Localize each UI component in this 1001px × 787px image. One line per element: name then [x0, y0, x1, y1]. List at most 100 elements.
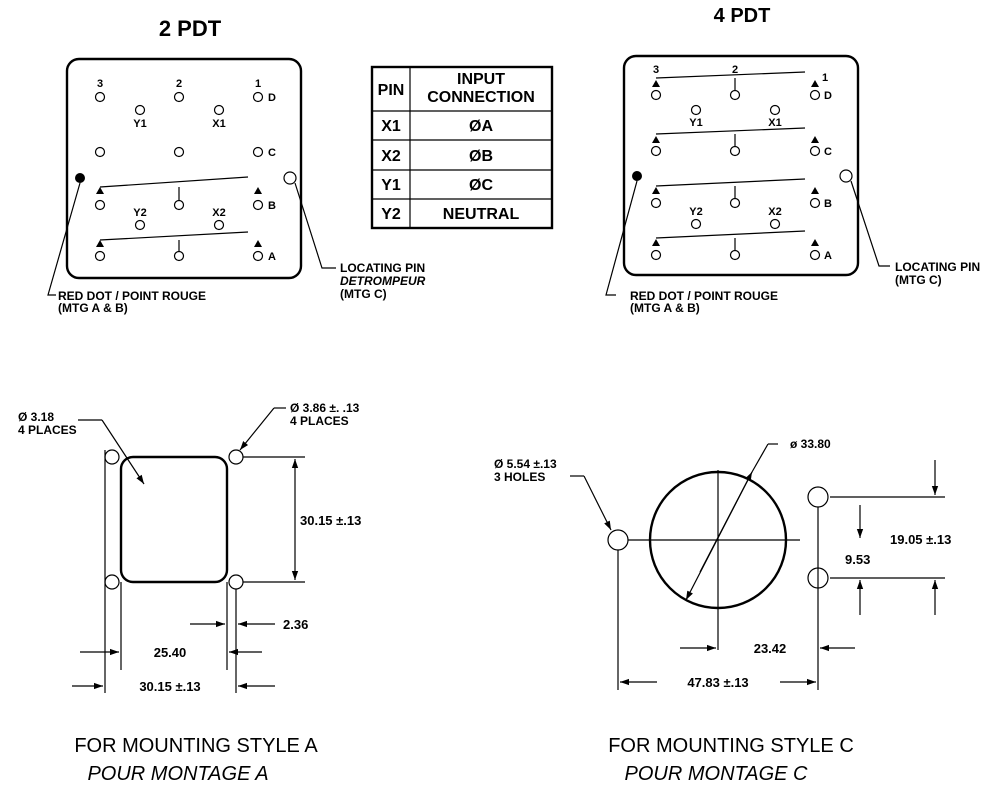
- mount-a-outer-width: 30.15 ±.13: [139, 679, 200, 694]
- locating-pin-callout: LOCATING PIN: [895, 260, 980, 274]
- mount-c-vertical-spacing: 19.05 ±.13: [890, 532, 951, 547]
- pin-3a: [94, 250, 106, 262]
- table-row-pin: X1: [381, 118, 401, 135]
- pin-label-1: 1: [255, 78, 261, 90]
- red-dot-callout-mtg: (MTG A & B): [58, 301, 128, 315]
- mount-a-hole: [104, 574, 120, 590]
- pin-3a: [650, 249, 662, 261]
- locating-pin: [839, 169, 853, 183]
- mount-a-offset: 2.36: [283, 617, 308, 632]
- table-row-connection: NEUTRAL: [443, 206, 520, 223]
- pin-label-x1: X1: [768, 117, 781, 129]
- mount-a-small-dia: Ø 3.18: [18, 410, 54, 424]
- pin-1c: [809, 145, 821, 157]
- row-label-c: C: [268, 147, 276, 159]
- table-row-connection: ØB: [469, 148, 493, 165]
- four-pdt-housing: [622, 54, 860, 277]
- pin-2a: [729, 249, 741, 261]
- table-row-connection: ØC: [469, 177, 493, 194]
- pin-x2: [213, 219, 225, 231]
- mount-c-hole: [607, 529, 629, 551]
- mount-a-cutout: [119, 455, 229, 584]
- pin-x1: [769, 104, 781, 116]
- pin-label-y1: Y1: [133, 118, 146, 130]
- pin-2c: [173, 146, 185, 158]
- pin-3d: [94, 91, 106, 103]
- pin-1b: [252, 199, 264, 211]
- table-header-input: INPUT: [457, 71, 505, 88]
- red-dot: [75, 173, 85, 183]
- pin-2b: [173, 199, 185, 211]
- mounting-style-c: ø 33.80 Ø 5.54 ±.13 3 HOLES 19.05 ±.13 9…: [494, 437, 951, 785]
- mount-a-caption: FOR MOUNTING STYLE A: [74, 735, 318, 757]
- pin-3c: [94, 146, 106, 158]
- row-label-a: A: [268, 251, 276, 263]
- pin-2b: [729, 197, 741, 209]
- pin-connection-table: PIN INPUT CONNECTION X1 ØA X2 ØB Y1 ØC Y…: [370, 65, 554, 230]
- table-row-pin: X2: [381, 148, 401, 165]
- row-label-d: D: [824, 90, 832, 102]
- pin-label-x2: X2: [768, 206, 781, 218]
- detrompeur-callout: DETROMPEUR: [340, 274, 426, 288]
- two-pdt-housing: [65, 57, 303, 280]
- pin-3c: [650, 145, 662, 157]
- row-label-a: A: [824, 250, 832, 262]
- four-pdt-title: 4 PDT: [714, 5, 771, 27]
- pin-2a: [173, 250, 185, 262]
- pin-1a: [252, 250, 264, 262]
- pin-3b: [94, 199, 106, 211]
- red-dot-callout: RED DOT / POINT ROUGE: [630, 289, 778, 303]
- pin-3d: [650, 89, 662, 101]
- pin-label-3: 3: [97, 78, 103, 90]
- pin-1a: [809, 249, 821, 261]
- pin-label-y2: Y2: [133, 207, 146, 219]
- pin-1b: [809, 197, 821, 209]
- mount-a-hole: [228, 574, 244, 590]
- pin-x2: [769, 218, 781, 230]
- red-dot-callout-mtg: (MTG A & B): [630, 301, 700, 315]
- locating-pin-mtg-c: (MTG C): [895, 273, 942, 287]
- two-pdt-diagram: 2 PDT 3 2 1 D Y1 X1 C B Y2 X2: [47, 16, 426, 315]
- mount-c-center-offset: 23.42: [754, 641, 787, 656]
- pin-1d: [809, 89, 821, 101]
- mount-c-hole: [807, 486, 829, 508]
- table-header-pin: PIN: [378, 82, 405, 99]
- pin-y2: [134, 219, 146, 231]
- mount-c-hole-count: 3 HOLES: [494, 470, 545, 484]
- pin-1c: [252, 146, 264, 158]
- mount-a-caption-fr: POUR MONTAGE A: [87, 763, 268, 785]
- pin-label-y1: Y1: [689, 117, 702, 129]
- table-row-pin: Y2: [381, 206, 401, 223]
- locating-pin-callout: LOCATING PIN: [340, 261, 425, 275]
- pin-2d: [173, 91, 185, 103]
- table-header-connection: CONNECTION: [427, 89, 535, 106]
- pin-label-2: 2: [732, 64, 738, 76]
- row-label-b: B: [268, 200, 276, 212]
- mount-c-caption-fr: POUR MONTAGE C: [625, 763, 809, 785]
- locating-pin-mtg-c: (MTG C): [340, 287, 387, 301]
- mount-a-hole: [104, 449, 120, 465]
- mount-c-hole-dia: Ø 5.54 ±.13: [494, 457, 557, 471]
- mount-c-overall-width: 47.83 ±.13: [687, 675, 748, 690]
- locating-pin: [283, 171, 297, 185]
- mount-a-inner-width: 25.40: [154, 645, 187, 660]
- mounting-style-a: Ø 3.18 4 PLACES Ø 3.86 ±. .13 4 PLACES 3…: [18, 401, 361, 785]
- pin-x1: [213, 104, 225, 116]
- red-dot: [632, 171, 642, 181]
- pin-label-3: 3: [653, 64, 659, 76]
- pin-label-y2: Y2: [689, 206, 702, 218]
- row-label-c: C: [824, 146, 832, 158]
- table-row-connection: ØA: [469, 118, 493, 135]
- four-pdt-diagram: 4 PDT 3 2 1 D Y1 X1 C: [605, 5, 980, 315]
- table-row-pin: Y1: [381, 177, 401, 194]
- mount-c-big-dia: ø 33.80: [790, 437, 831, 451]
- mount-a-hole: [228, 449, 244, 465]
- red-dot-callout: RED DOT / POINT ROUGE: [58, 289, 206, 303]
- pin-label-x2: X2: [212, 207, 225, 219]
- mount-c-half-spacing: 9.53: [845, 552, 870, 567]
- row-label-b: B: [824, 198, 832, 210]
- pin-1d: [252, 91, 264, 103]
- pin-y1: [134, 104, 146, 116]
- pin-2c: [729, 145, 741, 157]
